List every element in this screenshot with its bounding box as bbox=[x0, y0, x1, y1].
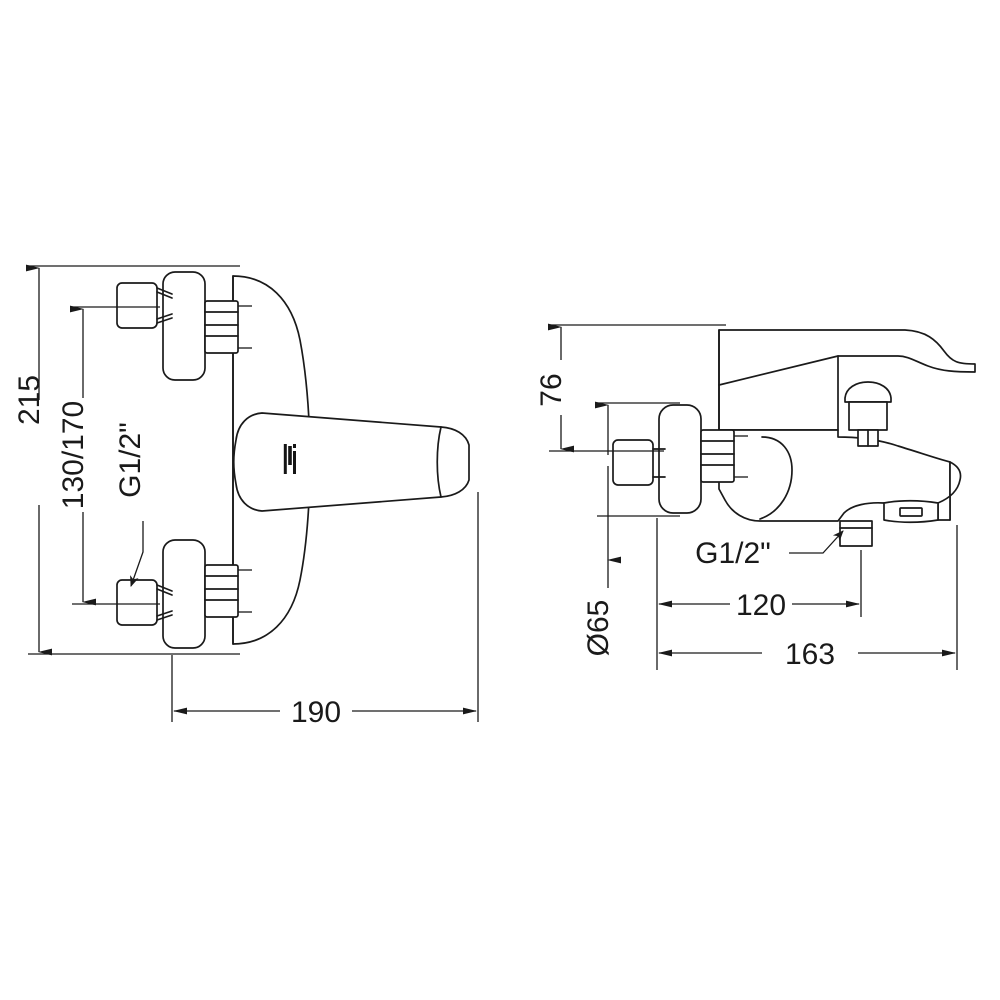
side-inlet-nut bbox=[700, 429, 748, 483]
side-lever-upper bbox=[718, 329, 976, 431]
side-shower-outlet-boss bbox=[839, 520, 873, 547]
front-mixer-body bbox=[232, 412, 470, 512]
front-top-inlet-nut bbox=[204, 300, 252, 354]
dim-label-163: 163 bbox=[785, 638, 835, 671]
side-diverter-knob bbox=[844, 381, 892, 447]
dim-label-130-170: 130/170 bbox=[57, 401, 90, 509]
dim-label-190: 190 bbox=[291, 696, 341, 729]
front-lever-cap-line bbox=[436, 426, 442, 498]
dim-label-120: 120 bbox=[736, 589, 786, 622]
dim-label-g12-side: G1/2" bbox=[695, 537, 771, 570]
front-bottom-inlet-nut bbox=[204, 564, 252, 618]
front-view-group: 215 130/170 G1/2" 190 bbox=[13, 264, 479, 729]
side-inlet-cap bbox=[612, 439, 666, 486]
dim-label-diameter-65: Ø65 bbox=[582, 600, 615, 657]
side-g12-leader-line bbox=[789, 530, 844, 554]
front-g12-leader-line bbox=[130, 521, 144, 587]
dim-label-76: 76 bbox=[535, 373, 568, 406]
dim-label-215: 215 bbox=[13, 375, 46, 425]
side-escutcheon bbox=[658, 404, 702, 514]
brand-logo bbox=[283, 444, 296, 474]
side-view-group: 76 Ø65 G1/2" 120 163 bbox=[535, 323, 976, 671]
front-top-inlet-cap bbox=[116, 282, 173, 329]
dim-label-g12-front: G1/2" bbox=[114, 422, 147, 498]
front-top-escutcheon bbox=[162, 271, 206, 381]
side-aerator-slot bbox=[899, 507, 923, 517]
side-lever-chamfer bbox=[718, 355, 839, 386]
side-body-inner-contour bbox=[759, 436, 793, 520]
